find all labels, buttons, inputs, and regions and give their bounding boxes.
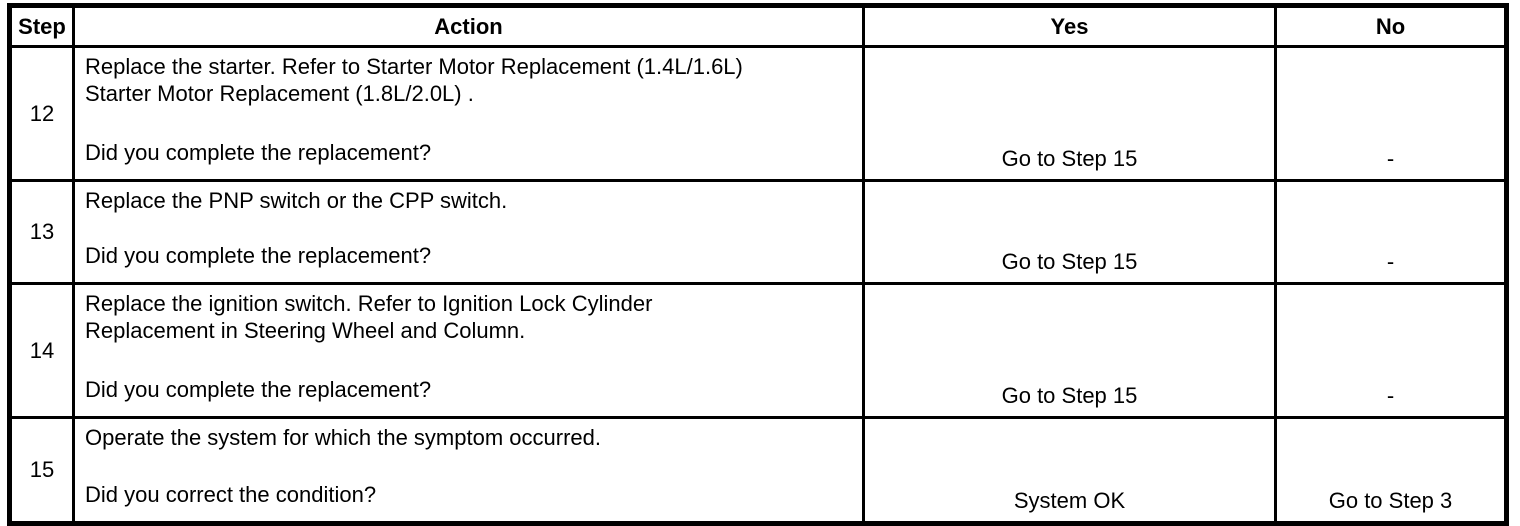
table-row-step-13: 13 Replace the PNP switch or the CPP swi… [8, 179, 1508, 285]
action-cell-content: Replace the PNP switch or the CPP switch… [77, 184, 861, 276]
action-text: Operate the system for which the symptom… [85, 425, 601, 450]
diagnostic-steps-table: Step Action Yes No 12 Replace the starte… [7, 3, 1509, 526]
column-header-yes: Yes [862, 4, 1277, 48]
column-header-no: No [1274, 4, 1508, 48]
column-header-step: Step [8, 4, 75, 48]
no-result: - [1274, 45, 1508, 182]
no-result: - [1274, 282, 1508, 419]
action-cell-content: Replace the starter. Refer to Starter Mo… [77, 50, 861, 173]
yes-result: Go to Step 15 [862, 45, 1277, 182]
header-row: Step Action Yes No [8, 4, 1508, 48]
diagnostic-table-page: Step Action Yes No 12 Replace the starte… [7, 3, 1509, 526]
yes-result: System OK [862, 416, 1277, 525]
action-cell: Replace the starter. Refer to Starter Mo… [72, 45, 865, 182]
action-cell: Operate the system for which the symptom… [72, 416, 865, 525]
yes-result: Go to Step 15 [862, 282, 1277, 419]
action-question: Did you correct the condition? [85, 482, 377, 507]
column-header-action: Action [72, 4, 865, 48]
action-text: Replace the PNP switch or the CPP switch… [85, 188, 508, 213]
action-cell-content: Operate the system for which the symptom… [77, 421, 861, 515]
no-result: - [1274, 179, 1508, 285]
step-number: 15 [8, 416, 75, 525]
action-cell-content: Replace the ignition switch. Refer to Ig… [77, 287, 861, 410]
yes-result: Go to Step 15 [862, 179, 1277, 285]
action-text: Replace the starter. Refer to Starter Mo… [85, 54, 743, 106]
action-cell: Replace the ignition switch. Refer to Ig… [72, 282, 865, 419]
action-question: Did you complete the replacement? [85, 377, 432, 402]
table-row-step-14: 14 Replace the ignition switch. Refer to… [8, 282, 1508, 419]
step-number: 14 [8, 282, 75, 419]
action-question: Did you complete the replacement? [85, 140, 432, 165]
no-result: Go to Step 3 [1274, 416, 1508, 525]
table-row-step-12: 12 Replace the starter. Refer to Starter… [8, 45, 1508, 182]
step-number: 12 [8, 45, 75, 182]
table-row-step-15: 15 Operate the system for which the symp… [8, 416, 1508, 525]
step-number: 13 [8, 179, 75, 285]
action-question: Did you complete the replacement? [85, 243, 432, 268]
action-cell: Replace the PNP switch or the CPP switch… [72, 179, 865, 285]
action-text: Replace the ignition switch. Refer to Ig… [85, 291, 653, 343]
